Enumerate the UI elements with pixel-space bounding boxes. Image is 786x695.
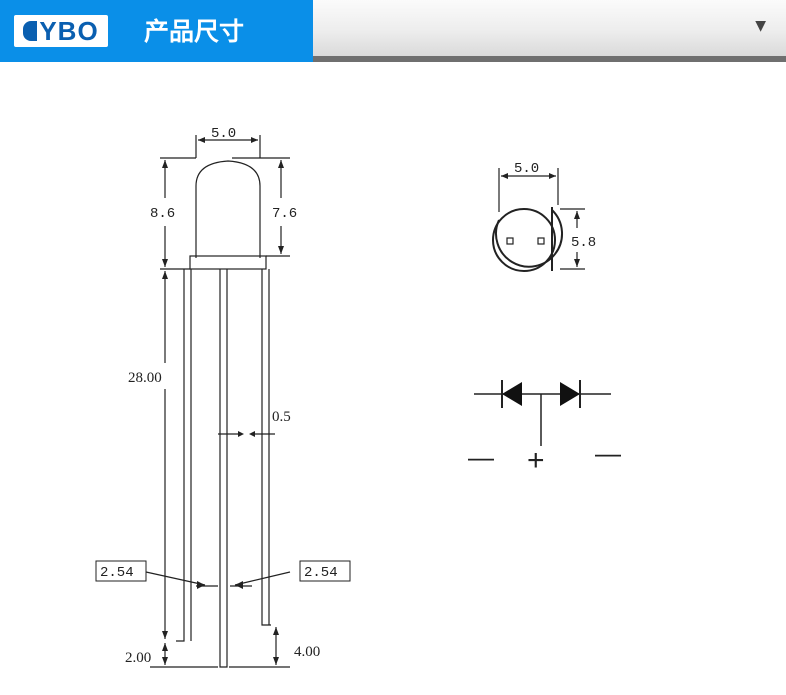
dim-lead-width: 0.5	[272, 409, 291, 425]
dim-top-diameter: 5.0	[211, 126, 236, 142]
diode-left-icon	[502, 382, 522, 406]
page-header: YBO 产品尺寸 ▼	[0, 0, 786, 62]
dim-pitch-left: 2.54	[100, 565, 134, 581]
led-flange	[189, 255, 267, 270]
header-bar: ▼	[313, 0, 786, 62]
dim-short-lead: 2.00	[125, 650, 151, 666]
brand-logo: YBO	[14, 15, 108, 47]
dim-top-view-width: 5.0	[514, 161, 539, 177]
schematic-right-sign: —	[595, 438, 621, 468]
page-title: 产品尺寸	[144, 17, 245, 46]
dimension-arrows	[162, 137, 284, 665]
bicolor-led-schematic	[474, 380, 611, 446]
triangle-down-icon[interactable]: ▼	[755, 18, 766, 34]
led-lens-outline	[195, 160, 261, 258]
title-tab: YBO 产品尺寸	[0, 0, 313, 62]
dim-pitch-right: 2.54	[304, 565, 338, 581]
schematic-left-sign: —	[468, 442, 494, 472]
diode-right-icon	[560, 382, 580, 406]
schematic-center-sign: +	[527, 444, 545, 477]
dim-lead-length: 28.00	[128, 370, 162, 386]
logo-mark-icon	[23, 21, 38, 41]
led-leads	[176, 269, 271, 668]
dim-long-lead: 4.00	[294, 644, 320, 660]
dim-top-view-height: 5.8	[571, 235, 596, 251]
pitch-left-box	[95, 560, 147, 582]
logo-text: YBO	[39, 15, 99, 46]
dim-total-height: 8.6	[150, 206, 175, 222]
dim-lens-height: 7.6	[272, 206, 297, 222]
led-top-view	[492, 168, 585, 272]
pitch-right-box	[299, 560, 351, 582]
